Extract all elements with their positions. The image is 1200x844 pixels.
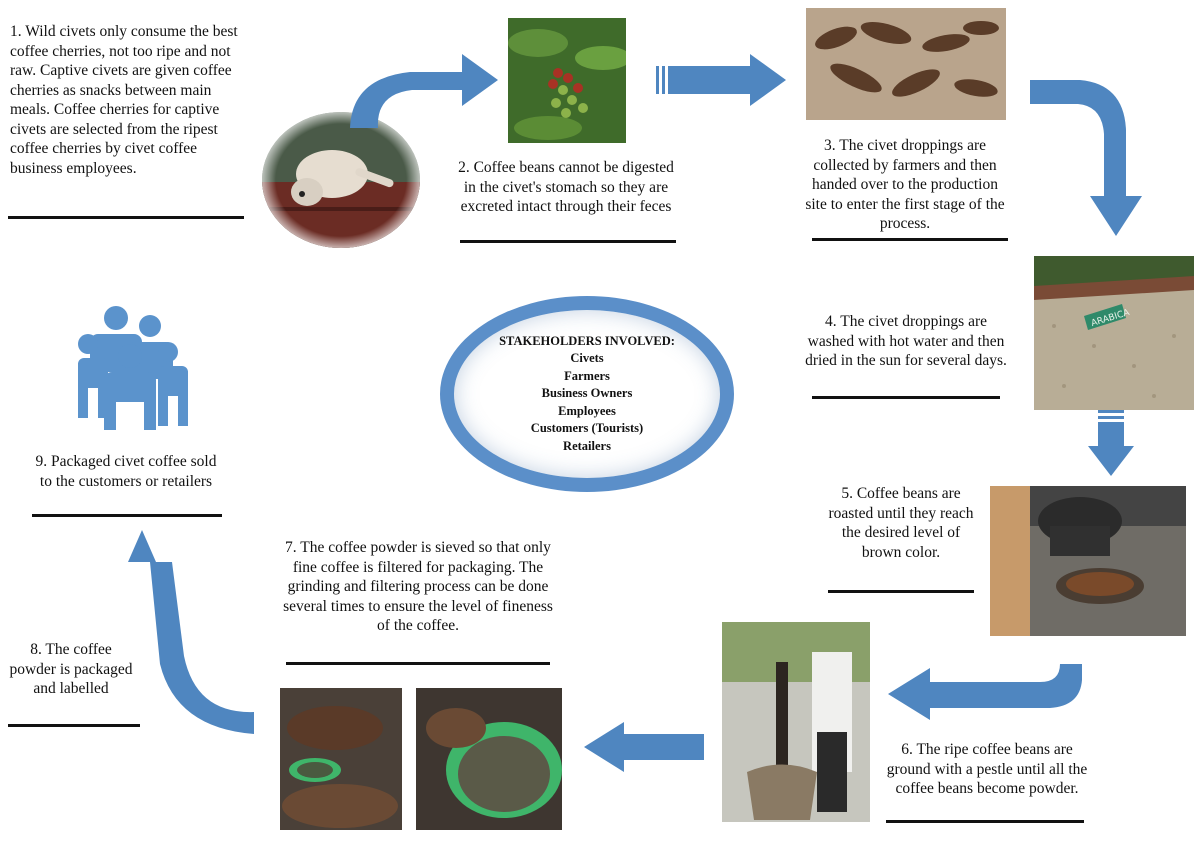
roasting-photo xyxy=(990,486,1186,636)
coffee-cherries-photo xyxy=(508,18,626,143)
step-3-underline xyxy=(812,238,1008,241)
step-1-text: 1. Wild civets only consume the best cof… xyxy=(10,23,238,177)
stakeholder-employees: Employees xyxy=(558,403,616,418)
stakeholder-retailers: Retailers xyxy=(563,438,611,453)
stakeholder-civets: Civets xyxy=(570,351,604,366)
civet-photo xyxy=(262,112,420,248)
step-6-underline xyxy=(886,820,1084,823)
stakeholder-customers: Customers (Tourists) xyxy=(530,421,644,436)
sieving-photo-left xyxy=(280,688,402,830)
arrow-step5-to-step6 xyxy=(888,664,1082,720)
step-9-underline xyxy=(32,514,222,517)
arrow-step2-to-step3 xyxy=(656,54,786,106)
step-8-text: 8. The coffee powder is packaged and lab… xyxy=(9,641,133,697)
sieving-photo-right xyxy=(416,688,562,830)
step-5-text: 5. Coffee beans are roasted until they r… xyxy=(828,485,974,561)
step-7-text: 7. The coffee powder is sieved so that o… xyxy=(283,539,553,634)
stakeholders-title: STAKEHOLDERS INVOLVED: xyxy=(499,333,675,348)
step-9-text: 9. Packaged civet coffee sold to the cus… xyxy=(35,453,217,490)
step-3-text: 3. The civet droppings are collected by … xyxy=(805,137,1005,232)
arrow-step3-to-step4 xyxy=(1030,80,1142,236)
drying-beans-photo: ARABICA xyxy=(1034,256,1194,410)
step-4-underline xyxy=(812,396,1000,399)
arrow-step4-to-step5 xyxy=(1088,410,1134,476)
step-1-underline xyxy=(8,216,244,219)
arrow-step7-to-step8 xyxy=(128,530,254,754)
step-5-underline xyxy=(828,590,974,593)
people-group-icon xyxy=(72,304,190,430)
step-7-underline xyxy=(286,662,550,665)
step-2-underline xyxy=(460,240,676,243)
step-4-text: 4. The civet droppings are washed with h… xyxy=(805,313,1007,369)
stakeholder-business-owners: Business Owners xyxy=(541,386,633,401)
stakeholder-farmers: Farmers xyxy=(564,368,610,383)
grinding-pestle-photo xyxy=(722,622,870,822)
stakeholders-ellipse: STAKEHOLDERS INVOLVED: Civets Farmers Bu… xyxy=(440,296,734,492)
step-2-text: 2. Coffee beans cannot be digested in th… xyxy=(458,159,674,215)
step-6-text: 6. The ripe coffee beans are ground with… xyxy=(886,741,1088,797)
step-8-underline xyxy=(8,724,140,727)
civet-droppings-photo xyxy=(806,8,1006,120)
arrow-step6-to-step7 xyxy=(584,722,704,772)
